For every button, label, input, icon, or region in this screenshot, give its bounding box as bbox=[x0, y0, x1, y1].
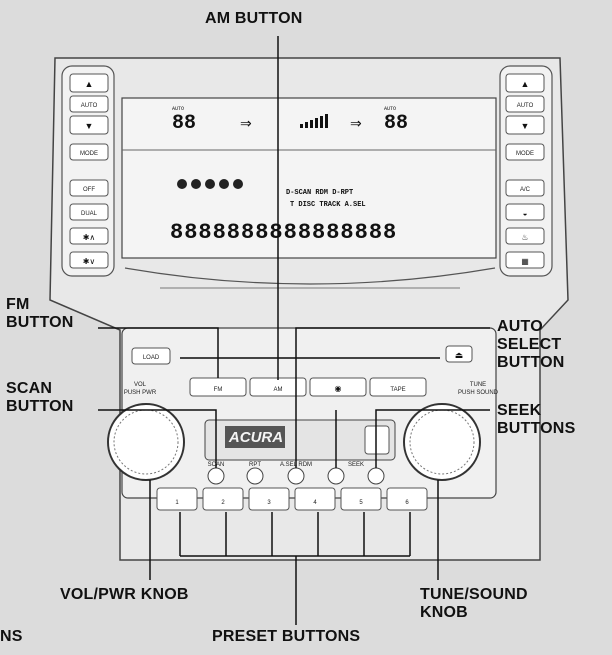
seek-callout-line-2: BUTTONS bbox=[497, 420, 576, 437]
scan-button-callout: SCAN BUTTON bbox=[6, 380, 74, 416]
brand-label: ACURA bbox=[228, 429, 283, 446]
left-auto-label: AUTO bbox=[81, 103, 98, 109]
preset-4: 4 bbox=[313, 500, 317, 506]
svg-text:▲: ▲ bbox=[521, 79, 530, 89]
seek-callout-line-1: SEEK bbox=[497, 402, 542, 419]
am-button-callout: AM BUTTON bbox=[205, 10, 303, 27]
right-climate-controls: ▲ AUTO ▼ MODE A/C ◒ ♨ ▦ bbox=[499, 65, 553, 277]
vol-label-2: PUSH PWR bbox=[124, 390, 157, 396]
tune-label-1: TUNE bbox=[470, 382, 486, 388]
svg-text:▼: ▼ bbox=[521, 121, 530, 131]
svg-text:▲: ▲ bbox=[85, 79, 94, 89]
preset-buttons-callout: PRESET BUTTONS bbox=[212, 628, 361, 645]
lcd-row1: D-SCAN RDM D-RPT bbox=[286, 189, 353, 197]
svg-text:◉: ◉ bbox=[335, 384, 342, 393]
lcd-right-auto: AUTO bbox=[384, 106, 396, 112]
fm-button-callout: FM BUTTON bbox=[6, 296, 74, 332]
svg-text:✱∨: ✱∨ bbox=[83, 257, 96, 266]
svg-text:⇒: ⇒ bbox=[350, 115, 362, 131]
auto-select-callout-line-2: SELECT bbox=[497, 336, 562, 353]
svg-text:▦: ▦ bbox=[521, 257, 529, 266]
vol-pwr-knob-callout: VOL/PWR KNOB bbox=[60, 586, 189, 603]
seek-small-label: SEEK bbox=[348, 462, 364, 468]
rpt-small-label: RPT bbox=[249, 462, 261, 468]
right-ac-label: A/C bbox=[520, 187, 531, 193]
tune-callout-line-2: KNOB bbox=[420, 604, 468, 621]
preset-1: 1 bbox=[175, 500, 179, 506]
preset-6: 6 bbox=[405, 500, 409, 506]
seek-buttons-callout: SEEK BUTTONS bbox=[497, 402, 575, 438]
svg-text:✱∧: ✱∧ bbox=[83, 233, 96, 242]
preset-3: 3 bbox=[267, 500, 271, 506]
svg-text:▼: ▼ bbox=[85, 121, 94, 131]
scan-callout-line-2: BUTTON bbox=[6, 398, 74, 415]
lcd-right-temp: 88 bbox=[384, 112, 408, 135]
svg-text:♨: ♨ bbox=[521, 233, 528, 242]
svg-text:⇒: ⇒ bbox=[240, 115, 252, 131]
fm-label: FM bbox=[214, 387, 223, 393]
preset-button-row: 1 2 3 4 5 6 bbox=[156, 487, 428, 511]
preset-5: 5 bbox=[359, 500, 363, 506]
scan-callout-line-1: SCAN bbox=[6, 380, 53, 397]
auto-select-callout-line-1: AUTO bbox=[497, 318, 543, 335]
auto-select-callout-line-3: BUTTON bbox=[497, 354, 565, 371]
am-label: AM bbox=[274, 387, 283, 393]
right-mode-label: MODE bbox=[516, 151, 534, 157]
svg-text:⏏: ⏏ bbox=[455, 350, 464, 360]
fm-callout-line-2: BUTTON bbox=[6, 314, 74, 331]
lcd-left-auto: AUTO bbox=[172, 106, 184, 112]
tune-callout-line-1: TUNE/SOUND bbox=[420, 586, 528, 603]
right-auto-label: AUTO bbox=[517, 103, 534, 109]
lcd-digits: 8888888888888888 bbox=[170, 220, 397, 245]
tune-label-2: PUSH SOUND bbox=[458, 390, 499, 396]
cut-off-callout: NS bbox=[0, 628, 23, 645]
tune-sound-knob bbox=[403, 403, 481, 481]
left-mode-label: MODE bbox=[80, 151, 98, 157]
leader-lines bbox=[98, 36, 490, 625]
left-dual-label: DUAL bbox=[81, 211, 98, 217]
tape-label: TAPE bbox=[390, 387, 405, 393]
lcd-display: 88 88 AUTO AUTO ⇒ ⇒ D-SCAN RDM D-RPT T D… bbox=[121, 97, 497, 259]
left-off-label: OFF bbox=[83, 187, 95, 193]
lcd-left-temp: 88 bbox=[172, 112, 196, 135]
auto-select-button-callout: AUTO SELECT BUTTON bbox=[497, 318, 565, 372]
tune-sound-knob-callout: TUNE/SOUND KNOB bbox=[420, 586, 528, 622]
lcd-row2: T DISC TRACK A.SEL bbox=[290, 201, 366, 209]
vol-pwr-knob bbox=[107, 403, 185, 481]
left-climate-controls: ▲ AUTO ▼ MODE OFF DUAL ✱∧ ✱∨ bbox=[61, 65, 115, 277]
svg-text:◒: ◒ bbox=[523, 209, 528, 218]
preset-2: 2 bbox=[221, 500, 225, 506]
load-label: LOAD bbox=[143, 355, 160, 361]
fm-callout-line-1: FM bbox=[6, 296, 30, 313]
vol-label-1: VOL bbox=[134, 382, 147, 388]
